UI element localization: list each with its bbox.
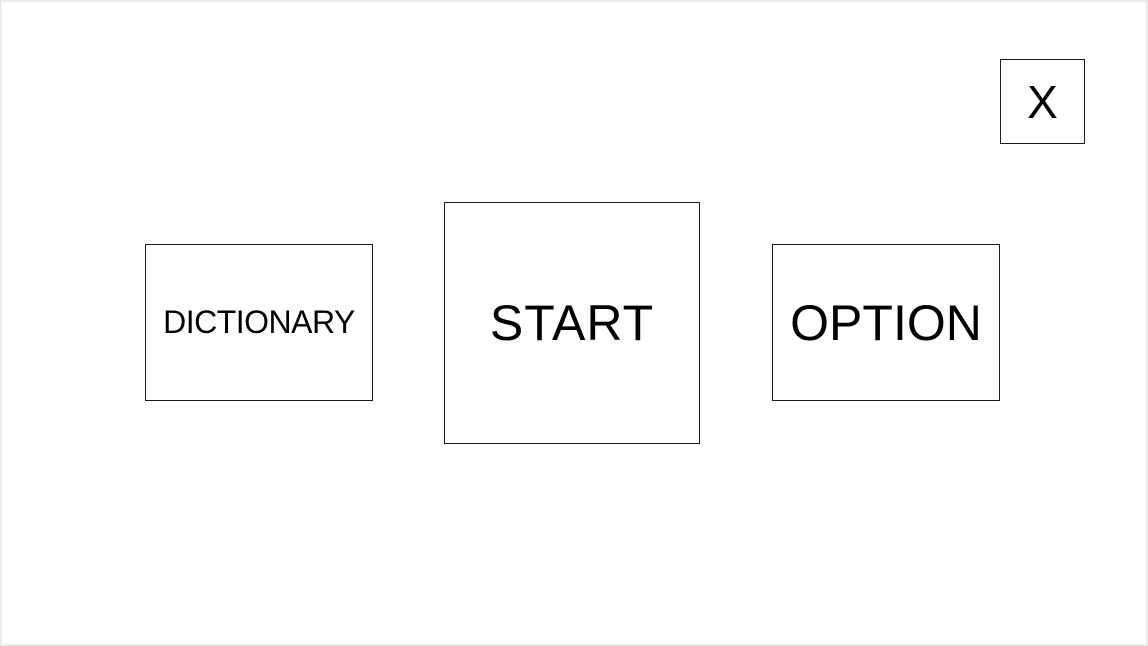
start-button[interactable]: START (444, 202, 700, 444)
option-button[interactable]: OPTION (772, 244, 1000, 401)
close-icon: X (1027, 75, 1058, 128)
dictionary-button-label: DICTIONARY (163, 304, 355, 340)
option-button-label: OPTION (790, 294, 982, 351)
close-button[interactable]: X (1000, 59, 1085, 144)
dictionary-button[interactable]: DICTIONARY (145, 244, 373, 401)
start-button-label: START (489, 295, 655, 351)
